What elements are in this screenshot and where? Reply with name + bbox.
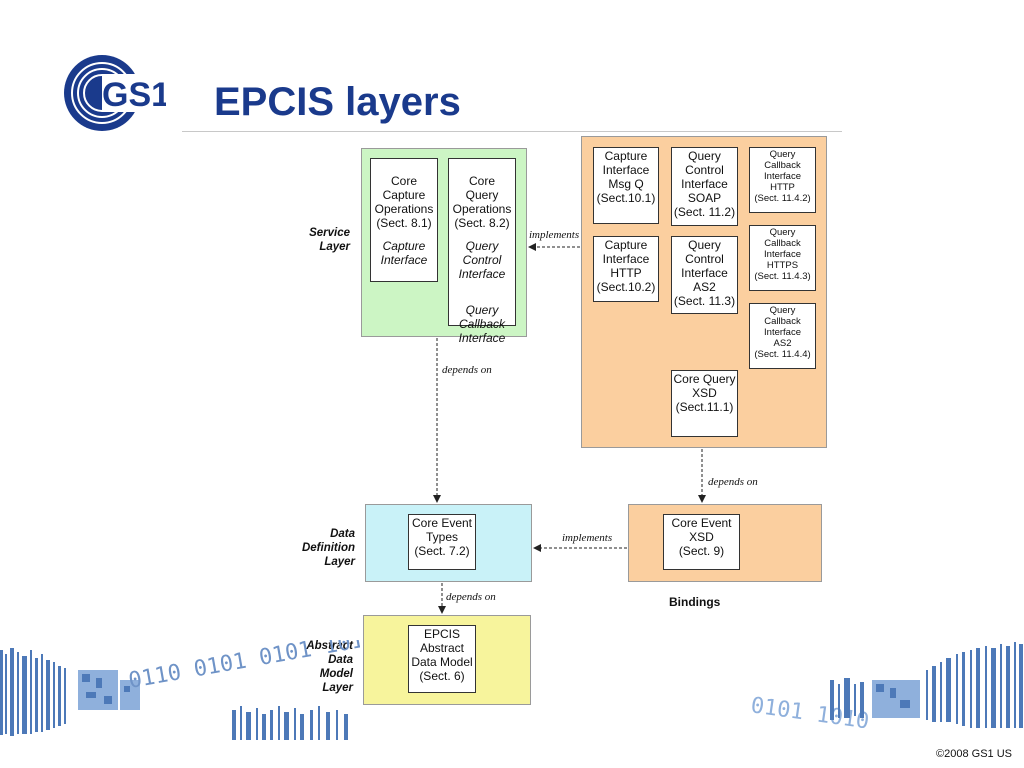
barcode-decoration-right-icon: 0101 1010 (749, 642, 1023, 730)
implements-label-top: implements (529, 229, 580, 241)
copyright-text: ©2008 GS1 US (936, 748, 1012, 760)
bindings-label: Bindings (669, 595, 721, 609)
abstract-layer-label: Abstract Data Model Layer (306, 640, 353, 694)
implements-label-bottom: implements (562, 532, 613, 544)
barcode-decoration-left: 0110 0101 0101 1010 (0, 640, 360, 745)
core-event-xsd-box: Core Event XSD (Sect. 9) (663, 514, 740, 570)
core-capture-operations-box: Core Capture Operations (Sect. 8.1) Capt… (370, 158, 438, 282)
query-soap-box: Query Control Interface SOAP (Sect. 11.2… (671, 147, 738, 226)
core-query-operations-box: Core Query Operations (Sect. 8.2) Query … (448, 158, 516, 345)
capture-http-box: Capture Interface HTTP (Sect.10.2) (593, 236, 659, 302)
decor-digits-right: 0101 1010 (749, 693, 871, 730)
epcis-abstract-data-model-box: EPCIS Abstract Data Model (Sect. 6) (408, 625, 476, 693)
gs1-logo: GS1 (62, 52, 170, 134)
capture-msgq-box: Capture Interface Msg Q (Sect.10.1) (593, 147, 659, 224)
depends-on-label-2: depends on (708, 476, 758, 488)
callback-as2-box: Query Callback Interface AS2 (Sect. 11.4… (749, 303, 816, 369)
page-title: EPCIS layers (214, 80, 461, 124)
barcode-decoration-right: 0101 1010 (700, 640, 1024, 730)
depends-on-label-3: depends on (446, 591, 496, 603)
data-definition-layer-label: Data Definition Layer (301, 528, 355, 568)
callback-http-box: Query Callback Interface HTTP (Sect. 11.… (749, 147, 816, 213)
core-capture-operations-text: Core Capture Operations (Sect. 8.1) (374, 174, 434, 230)
service-layer-label: Service Layer (309, 227, 350, 253)
core-event-types-box: Core Event Types (Sect. 7.2) (408, 514, 476, 570)
core-query-xsd-box: Core Query XSD (Sect.11.1) (671, 370, 738, 437)
gs1-logo-icon: GS1 (64, 55, 170, 131)
core-query-operations-text: Core Query Operations (Sect. 8.2) (452, 174, 512, 230)
decor-digits-left-1: 0110 0101 0101 1010 (127, 640, 360, 694)
capture-interface-text: Capture Interface (380, 239, 428, 267)
title-divider (182, 131, 842, 132)
query-callback-interface-text: Query Callback Interface (458, 303, 506, 345)
query-as2-box: Query Control Interface AS2 (Sect. 11.3) (671, 236, 738, 314)
query-control-interface-text: Query Control Interface (458, 239, 506, 281)
depends-on-label-1: depends on (442, 364, 492, 376)
svg-text:GS1: GS1 (102, 76, 166, 114)
barcode-decoration-left-icon: 0110 0101 0101 1010 (0, 640, 360, 740)
callback-https-box: Query Callback Interface HTTPS (Sect. 11… (749, 225, 816, 291)
